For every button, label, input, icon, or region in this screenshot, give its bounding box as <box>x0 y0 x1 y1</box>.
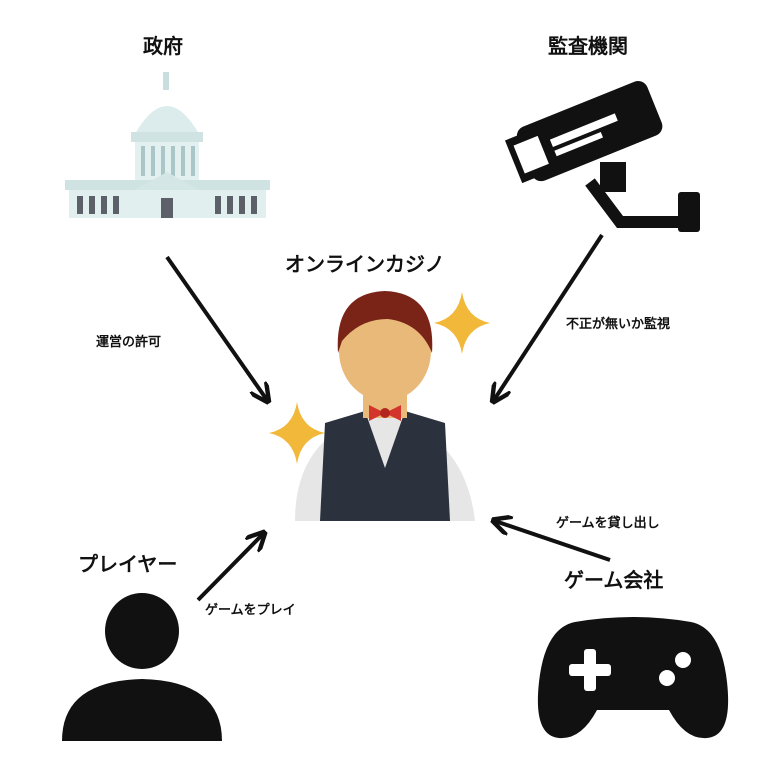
arrow-auditor-to-casino <box>494 233 604 400</box>
edge-label-lending: ゲームを貸し出し <box>556 516 660 531</box>
arrow-government-to-casino <box>165 255 267 400</box>
arrow-game-company-to-casino <box>495 521 611 562</box>
gamepad-icon <box>537 617 729 739</box>
sparkle-icon <box>434 292 490 354</box>
player-label: プレイヤー <box>78 552 178 576</box>
arrow-player-to-casino <box>196 534 263 602</box>
security-camera-icon <box>504 80 700 232</box>
sparkle-icon <box>269 402 325 464</box>
government-label: 政府 <box>143 34 183 58</box>
game-company-label: ゲーム会社 <box>564 568 664 592</box>
casino-dealer-icon <box>295 291 475 521</box>
edge-label-permission: 運営の許可 <box>96 335 162 350</box>
person-icon <box>62 593 222 741</box>
casino-label: オンラインカジノ <box>285 252 445 276</box>
edge-label-monitoring: 不正が無いか監視 <box>566 317 671 332</box>
edge-label-play: ゲームをプレイ <box>205 603 296 618</box>
auditor-label: 監査機関 <box>548 34 628 58</box>
capitol-building-icon <box>65 72 270 218</box>
